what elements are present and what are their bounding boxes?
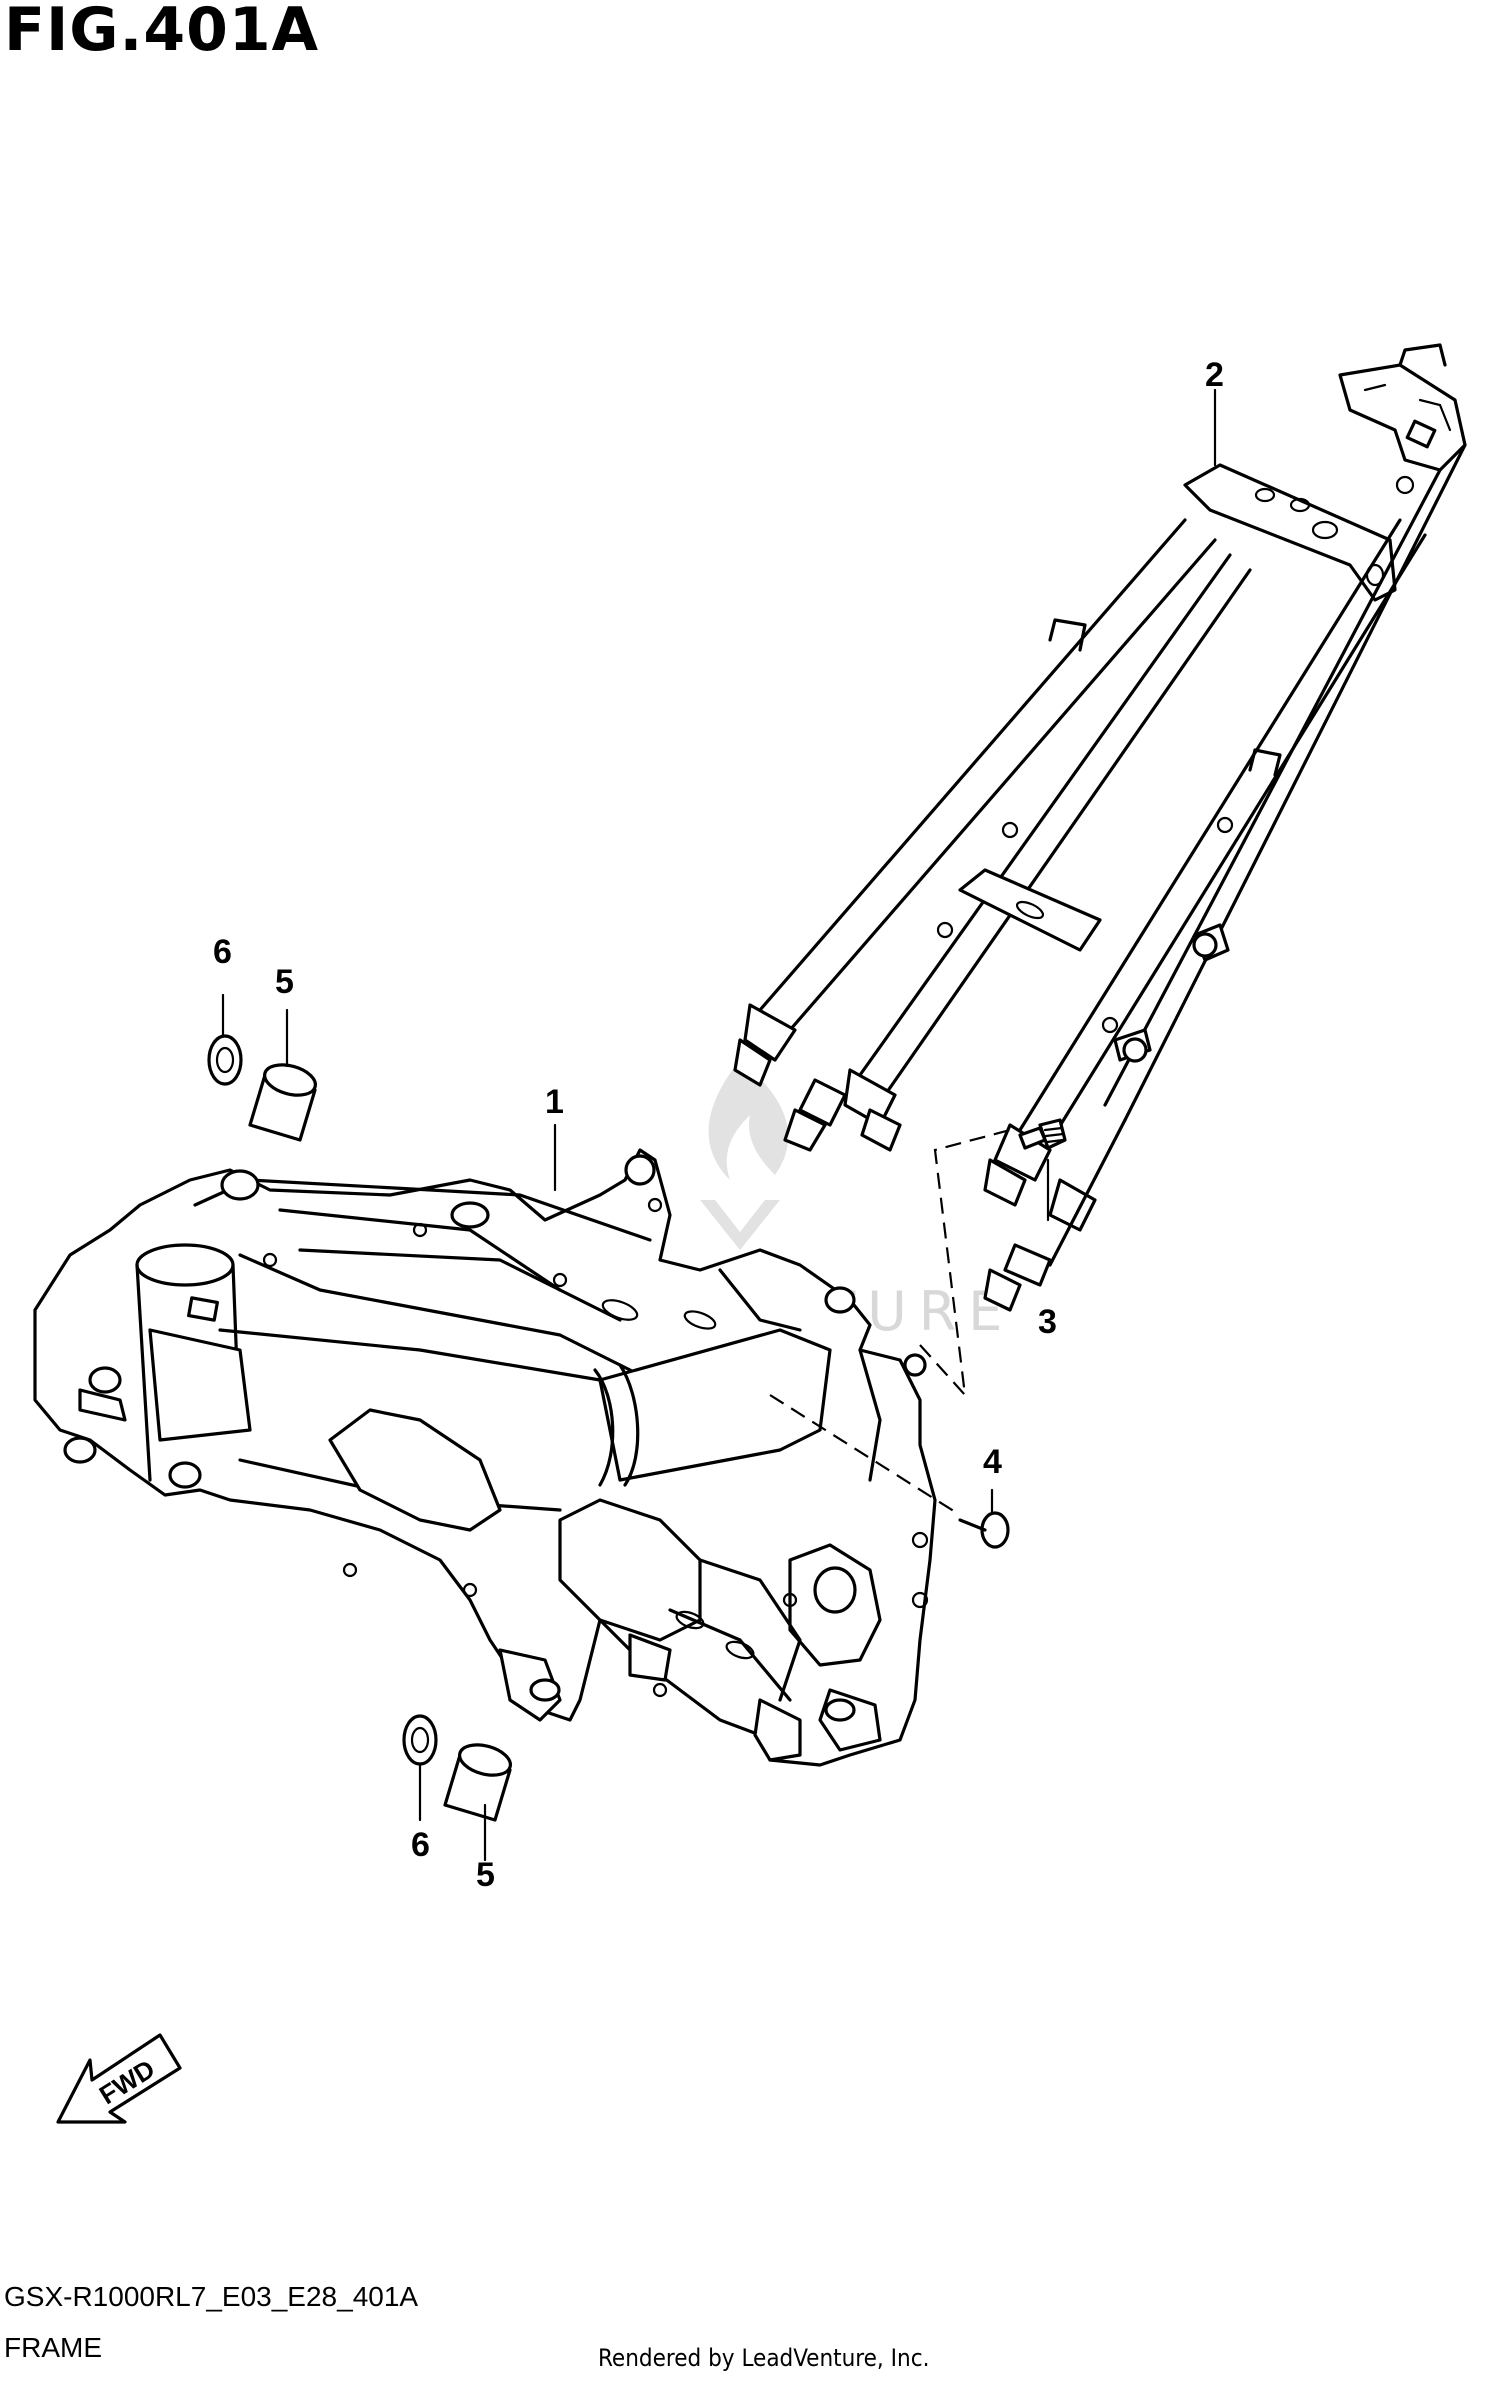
figure-title: FIG.401A	[4, 0, 320, 65]
callout-6-lower: 6	[411, 1826, 430, 1864]
render-credit: Rendered by LeadVenture, Inc.	[598, 2344, 930, 2372]
callout-1: 1	[545, 1083, 564, 1121]
callout-5-upper: 5	[275, 963, 294, 1001]
fwd-arrow-icon: FWD	[56, 2033, 182, 2124]
callout-3: 3	[1038, 1303, 1057, 1341]
callout-2: 2	[1205, 356, 1224, 394]
upper-spacer-drawing	[207, 993, 317, 1142]
watermark-logo	[700, 1060, 789, 1250]
lower-spacer-drawing	[402, 1714, 512, 1862]
leader-lines	[553, 388, 1217, 1515]
seat-rail-drawing	[733, 343, 1467, 1312]
callout-6-upper: 6	[213, 933, 232, 971]
callout-5-lower: 5	[476, 1856, 495, 1894]
main-frame-drawing	[33, 1128, 1011, 1767]
section-name: FRAME	[4, 2332, 102, 2363]
cap-drawing	[958, 1511, 1010, 1549]
bolt-drawing	[1018, 1118, 1067, 1150]
model-code: GSX-R1000RL7_E03_E28_401A	[4, 2281, 419, 2312]
callout-4: 4	[983, 1443, 1002, 1481]
